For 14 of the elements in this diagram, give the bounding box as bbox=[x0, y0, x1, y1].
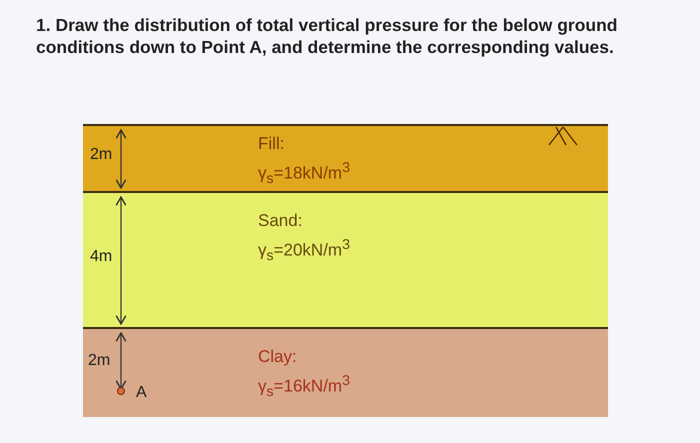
soil-layer bbox=[83, 191, 608, 327]
dimension-label: 2m bbox=[90, 146, 112, 164]
layer-name: Fill: bbox=[258, 134, 284, 154]
soil-layer bbox=[83, 124, 608, 191]
point-label: A bbox=[136, 384, 147, 402]
layer-name: Sand: bbox=[258, 211, 302, 231]
soil-layer bbox=[83, 327, 608, 417]
unit-weight-text: γ$_{s}$=20kN/m$^{3}$ bbox=[258, 236, 350, 266]
question-text: 1. Draw the distribution of total vertical pressure for the below ground conditions down to Point A, and determine the corresponding values. bbox=[36, 14, 618, 58]
dimension-label: 2m bbox=[88, 352, 110, 370]
unit-weight-text: γ$_{s}$=18kN/m$^{3}$ bbox=[258, 159, 350, 190]
layer-name: Clay: bbox=[258, 347, 297, 367]
dimension-label: 4m bbox=[90, 248, 112, 266]
unit-weight-text: γ$_{s}$=16kN/m$^{3}$ bbox=[258, 372, 350, 402]
